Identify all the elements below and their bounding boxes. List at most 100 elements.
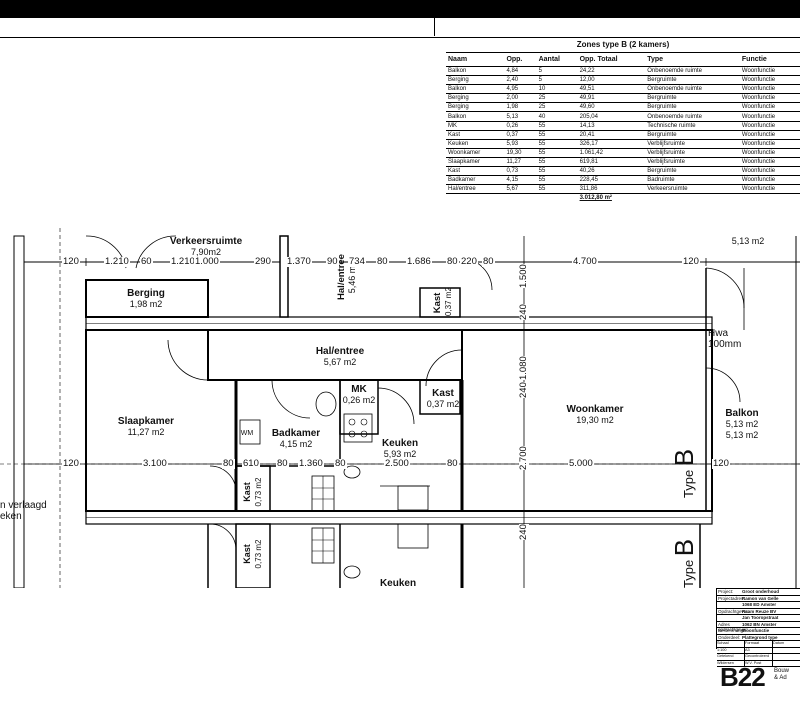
zones-cell: Balkon [446, 84, 505, 95]
zones-cell: 311,86 [577, 184, 646, 195]
hwa-label: Hwa 100mm [708, 328, 742, 350]
zones-cell: Verkeersruimte [645, 184, 740, 195]
dimension-label: 80 [334, 458, 347, 469]
title-block-row: Projectadres:Ramon van Gelle [717, 595, 800, 602]
zones-cell: 49,60 [577, 102, 646, 113]
zones-header-cell: Opp. Totaal [577, 52, 646, 67]
room-badkamer[interactable]: Badkamer 4,15 m2 [271, 428, 321, 449]
room-hal-entree-small[interactable]: Hal/entree 5,46 m2 [336, 254, 357, 300]
kast-walls [419, 379, 461, 415]
title-block-cell: Schaal [717, 641, 745, 647]
door-swing [271, 379, 311, 419]
title-block-key: Projectadres: [718, 595, 745, 601]
door-swing [135, 235, 177, 269]
title-block-value: 1068 ED Amster [742, 602, 777, 607]
title-block-cell: Gecontroleerd [745, 654, 773, 660]
zones-cell: 619,81 [577, 157, 646, 168]
title-block-cell [773, 661, 800, 667]
top-toolbar-bar [0, 0, 800, 18]
title-block-value: Woonfunctie [742, 628, 770, 633]
title-block-key: Opdrachtgever: [718, 608, 750, 614]
room-balkon[interactable]: Balkon 5,13 m2 5,13 m2 [725, 408, 759, 440]
zones-cell: 1.061,42 [577, 148, 646, 158]
zones-cell: Onbenoemde ruimte [645, 84, 740, 95]
type-label: Type B [669, 448, 699, 498]
title-block-cell: Wildersen [717, 660, 745, 666]
zones-cell: Bergruimte [645, 166, 740, 177]
room-mk[interactable]: MK 0,26 m2 [342, 384, 376, 405]
zones-cell: 55 [536, 184, 578, 195]
title-block-row: Opdrachtgever:Raam Reuze BV [717, 608, 800, 615]
room-kast[interactable]: Kast 0,37 m2 [426, 388, 460, 409]
room-keuken[interactable]: Keuken 5,93 m2 [381, 438, 419, 459]
dimension-label: 120 [682, 256, 700, 267]
zones-cell: MK [446, 121, 505, 131]
zones-cell: 2,00 [504, 93, 537, 104]
room-verkeersruimte[interactable]: Verkeersruimte 7,90m2 [169, 236, 243, 257]
zones-cell: Badkamer [446, 175, 505, 186]
room-balkon-top-area: 5,13 m2 [731, 236, 765, 246]
zones-cell: 12,00 [577, 75, 646, 86]
zones-cell [504, 194, 536, 203]
room-berging[interactable]: Berging 1,98 m2 [127, 288, 165, 309]
title-block-cell: A3 [745, 647, 773, 653]
dimension-label-vertical: 1.080 [518, 356, 529, 380]
dimension-label: 120 [62, 256, 80, 267]
zones-cell: Balkon [446, 66, 505, 77]
room-kast-lower[interactable]: Kast 0,73 m2 [242, 539, 263, 569]
sheet-border-top [0, 37, 800, 38]
room-slaapkamer[interactable]: Slaapkamer 11,27 m2 [117, 416, 175, 437]
title-block-value: Jan Tooropstraat [742, 615, 779, 620]
zones-cell: Verblijfsruimte [645, 148, 740, 158]
title-block-value: Plattegrond type [742, 634, 778, 640]
title-block-key: Project: [718, 589, 734, 594]
title-block-key: Adres opdrachtgever: [718, 621, 749, 633]
dimension-label: 734 [348, 256, 366, 267]
zones-cell: 4,95 [504, 84, 537, 95]
zones-cell: 55 [536, 175, 578, 186]
logo-subtitle: Bouw & Ad [774, 668, 790, 681]
zones-cell: Verblijfsruimte [645, 157, 740, 168]
zones-cell: 205,04 [577, 111, 646, 122]
room-kast-top[interactable]: Kast 0,37 m2 [432, 287, 453, 316]
zones-header-cell: Functie [739, 52, 800, 67]
zones-cell: Berging [446, 75, 505, 86]
zones-cell: Hal/entree [446, 184, 505, 195]
zones-cell: Woonfunctie [739, 93, 800, 104]
floorplan[interactable]: Verkeersruimte 7,90m2 Berging 1,98 m2 Ha… [0, 228, 800, 588]
dimension-label: 120 [62, 458, 80, 469]
berging-walls [85, 279, 209, 318]
room-keuken-lower[interactable]: Keuken [379, 578, 417, 588]
stove [343, 413, 373, 443]
outer-wall-left [13, 235, 25, 588]
wm-label: WM [240, 430, 254, 437]
zones-cell: 5 [536, 75, 578, 86]
dimension-label: 1.210 [104, 256, 130, 267]
dimension-label: 4.700 [572, 256, 598, 267]
room-kast-left[interactable]: Kast 0,73 m2 [242, 477, 263, 507]
dimension-label: 120 [712, 458, 730, 469]
zones-cell: 55 [536, 166, 578, 177]
title-block-row: 1068 ED Amster [717, 602, 800, 609]
zones-header-cell: Naam [446, 52, 505, 67]
zones-cell: 4,15 [504, 175, 537, 186]
room-woonkamer[interactable]: Woonkamer 19,30 m2 [566, 404, 624, 425]
dimension-label: 1.360 [298, 458, 324, 469]
zones-cell: Woonfunctie [739, 184, 800, 195]
zones-cell: Bergruimte [645, 130, 740, 140]
badkamer-walls [235, 379, 341, 467]
title-block-cell: Datum [773, 641, 800, 647]
zones-cell: Onbenoemde ruimte [645, 66, 740, 77]
dimension-label-vertical: 240 [518, 524, 529, 540]
zones-cell: Berging [446, 93, 505, 104]
dimension-label-vertical: 240 [518, 382, 529, 398]
room-hal-entree[interactable]: Hal/entree 5,67 m2 [315, 346, 365, 367]
